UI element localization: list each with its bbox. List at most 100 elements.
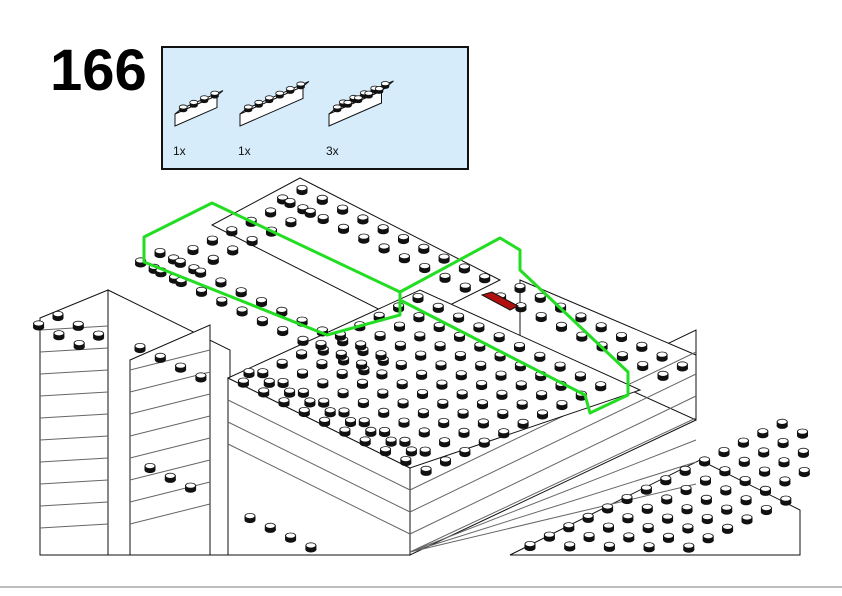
stud: [187, 244, 199, 256]
stud: [277, 377, 289, 389]
stud: [760, 504, 772, 516]
stud: [420, 465, 432, 476]
stud: [440, 456, 451, 467]
stud: [641, 503, 653, 514]
stud: [245, 216, 257, 227]
stud: [575, 312, 587, 323]
stud: [195, 372, 207, 383]
stud: [415, 350, 427, 361]
stud: [554, 361, 566, 372]
stud: [365, 426, 377, 437]
stud: [210, 90, 220, 99]
stud: [434, 341, 446, 352]
stud: [474, 341, 486, 352]
stud: [358, 365, 370, 376]
stud: [564, 541, 576, 552]
stud: [264, 95, 274, 104]
stud: [297, 204, 309, 215]
stud: [175, 362, 187, 373]
stud: [681, 504, 693, 515]
stud: [417, 388, 428, 400]
main-plate-top: [226, 289, 642, 469]
stud: [378, 407, 390, 418]
stud: [206, 235, 218, 246]
stud: [374, 86, 384, 94]
stud: [33, 320, 45, 331]
stud: [178, 104, 188, 113]
stud: [394, 321, 405, 332]
stud: [278, 397, 290, 408]
stud: [337, 204, 349, 215]
stud: [543, 531, 555, 542]
stud: [246, 235, 258, 247]
stud: [337, 336, 349, 347]
stud: [701, 514, 713, 525]
stud: [397, 398, 409, 409]
stud: [357, 214, 369, 225]
stud: [535, 370, 547, 382]
stud: [297, 368, 308, 379]
stud: [148, 263, 160, 274]
stud: [454, 350, 466, 362]
stud: [583, 532, 595, 543]
stud: [779, 476, 791, 487]
stud: [244, 513, 256, 524]
stud: [355, 340, 367, 351]
stud: [345, 416, 356, 428]
stud: [317, 345, 329, 356]
stud: [332, 104, 342, 113]
page-divider: [0, 586, 842, 588]
back-frame: [210, 177, 502, 326]
stud: [380, 446, 391, 457]
stud: [417, 408, 429, 419]
stud: [621, 493, 633, 505]
stud: [418, 243, 430, 254]
stud: [596, 341, 608, 352]
stud: [276, 358, 288, 369]
stud: [479, 273, 491, 284]
stud: [338, 407, 350, 418]
stud: [72, 320, 84, 331]
stud: [304, 397, 316, 408]
parts-callout: 1x 1x 3x: [161, 46, 469, 170]
stud: [266, 226, 277, 237]
stud: [459, 446, 471, 458]
stud: [135, 257, 147, 268]
stud: [357, 345, 369, 357]
stud: [318, 397, 330, 408]
stud: [437, 398, 449, 409]
stud: [757, 428, 769, 439]
stud: [776, 418, 788, 429]
stud: [319, 416, 331, 427]
stud: [636, 341, 648, 352]
stud: [399, 436, 411, 447]
stud: [477, 418, 489, 429]
stud: [640, 484, 652, 495]
stud: [359, 436, 371, 447]
stud: [457, 408, 469, 419]
pillar-front: [129, 324, 211, 556]
stud: [284, 197, 296, 209]
stud: [576, 331, 588, 342]
stud: [73, 339, 85, 351]
stud: [263, 377, 275, 388]
stud: [777, 437, 789, 449]
stud: [603, 541, 615, 552]
lower-plate: [509, 459, 801, 556]
stud: [243, 104, 253, 113]
stud: [199, 95, 209, 104]
right-wall: [519, 279, 697, 421]
stud: [377, 388, 389, 399]
stud: [285, 532, 297, 543]
stud: [337, 388, 349, 399]
stud: [338, 223, 349, 234]
stud: [741, 514, 753, 525]
stud: [336, 368, 348, 380]
stud: [719, 466, 731, 477]
stud: [144, 462, 156, 474]
stud: [556, 321, 567, 332]
stud: [353, 95, 363, 104]
stud: [595, 381, 607, 392]
stud: [316, 326, 328, 337]
stud: [575, 390, 587, 401]
